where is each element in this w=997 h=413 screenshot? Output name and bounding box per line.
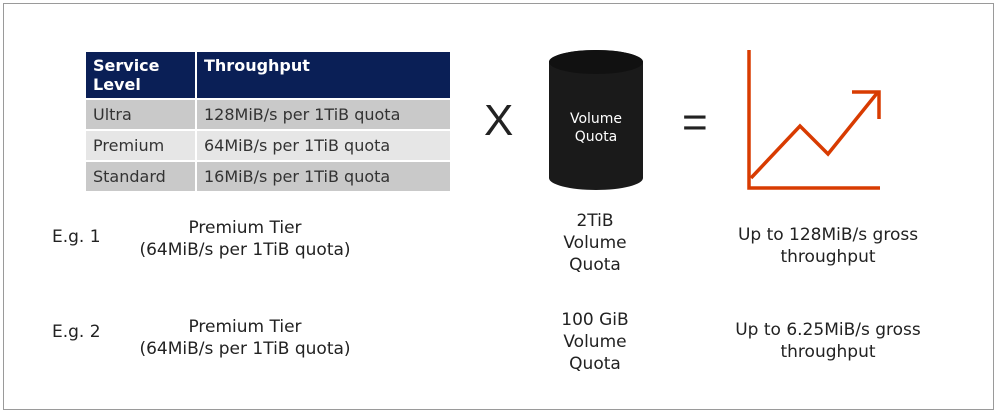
header-service-level: Service Level [86,52,197,99]
cell-level: Premium [86,129,197,161]
table-row: Standard 16MiB/s per 1TiB quota [86,160,450,191]
example-2-volume: 100 GiB Volume Quota [561,310,629,374]
example-2-result: Up to 6.25MiB/s gross throughput [735,320,921,362]
volume-quota-label: Volume Quota [569,111,623,145]
example-2-label: E.g. 2 [52,322,101,342]
growth-chart-icon [747,50,881,190]
example-1-result: Up to 128MiB/s gross throughput [737,225,919,267]
database-cylinder-icon [549,50,643,190]
example-1-tier: Premium Tier (64MiB/s per 1TiB quota) [139,218,351,260]
equals-operator: = [682,98,708,147]
header-throughput: Throughput [196,52,450,99]
cell-throughput: 128MiB/s per 1TiB quota [196,98,450,130]
example-1-volume: 2TiB Volume Quota [563,211,627,275]
table-row: Premium 64MiB/s per 1TiB quota [86,129,450,161]
service-level-table: Service Level Throughput Ultra 128MiB/s … [86,52,450,191]
example-2-tier: Premium Tier (64MiB/s per 1TiB quota) [139,317,351,359]
example-1-label: E.g. 1 [52,227,101,247]
multiply-operator: X [484,96,514,145]
table-row: Ultra 128MiB/s per 1TiB quota [86,98,450,130]
cell-level: Standard [86,160,197,191]
cell-level: Ultra [86,98,197,130]
cell-throughput: 16MiB/s per 1TiB quota [196,160,450,191]
table-header-row: Service Level Throughput [86,52,450,99]
cell-throughput: 64MiB/s per 1TiB quota [196,129,450,161]
